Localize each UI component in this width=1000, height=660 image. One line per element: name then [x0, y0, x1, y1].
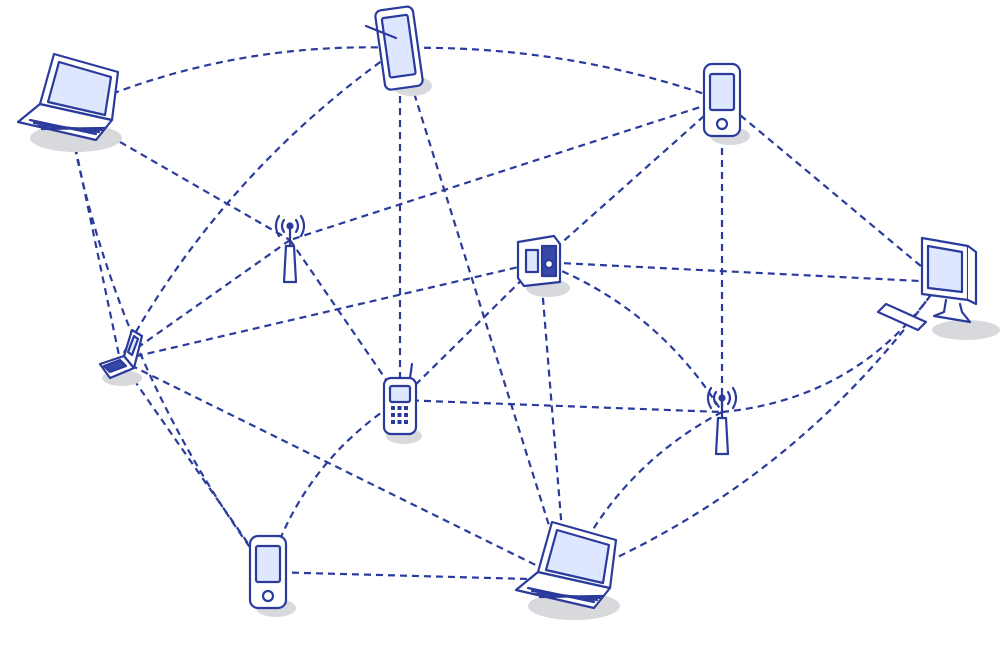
camcorder-icon	[516, 234, 570, 297]
link-pda-top-right-to-antenna-left	[289, 98, 723, 242]
laptop-icon	[514, 520, 620, 620]
flip-phone-icon	[98, 328, 144, 386]
cell-phone-icon	[382, 362, 422, 444]
antenna-icon	[706, 386, 738, 456]
links-layer	[66, 46, 941, 582]
tablet-icon	[364, 5, 432, 96]
link-pda-top-right-to-desktop-right	[721, 99, 941, 283]
link-camcorder-to-cell-phone	[399, 261, 541, 401]
link-antenna-right-to-desktop-right	[721, 281, 941, 414]
link-cell-phone-to-pda-bottom	[266, 399, 401, 573]
link-antenna-left-to-flip-phone	[119, 239, 291, 361]
link-tablet-top-to-laptop-bottom	[398, 47, 568, 581]
pda-icon	[702, 62, 750, 145]
link-laptop-top-left-to-tablet-top	[67, 46, 401, 114]
link-tablet-top-to-pda-top-right	[399, 46, 723, 102]
devices-layer	[16, 5, 1000, 620]
link-antenna-right-to-laptop-bottom	[564, 411, 723, 581]
link-antenna-left-to-cell-phone	[289, 239, 401, 401]
link-flip-phone-to-pda-bottom	[119, 359, 269, 573]
link-camcorder-to-desktop-right	[539, 260, 941, 284]
link-laptop-top-left-to-pda-bottom	[66, 111, 269, 573]
link-pda-bottom-to-laptop-bottom	[267, 570, 567, 582]
antenna-icon	[274, 214, 306, 284]
link-desktop-right-to-laptop-bottom	[565, 281, 941, 582]
link-camcorder-to-antenna-right	[539, 260, 723, 413]
laptop-icon	[16, 52, 122, 152]
link-tablet-top-to-flip-phone	[119, 47, 401, 361]
link-cell-phone-to-antenna-right	[399, 398, 723, 414]
link-camcorder-to-flip-phone	[119, 260, 541, 362]
desktop-icon	[876, 236, 1000, 340]
pda-icon	[248, 534, 296, 617]
link-flip-phone-to-laptop-bottom	[119, 359, 567, 581]
link-pda-top-right-to-camcorder	[539, 99, 723, 263]
